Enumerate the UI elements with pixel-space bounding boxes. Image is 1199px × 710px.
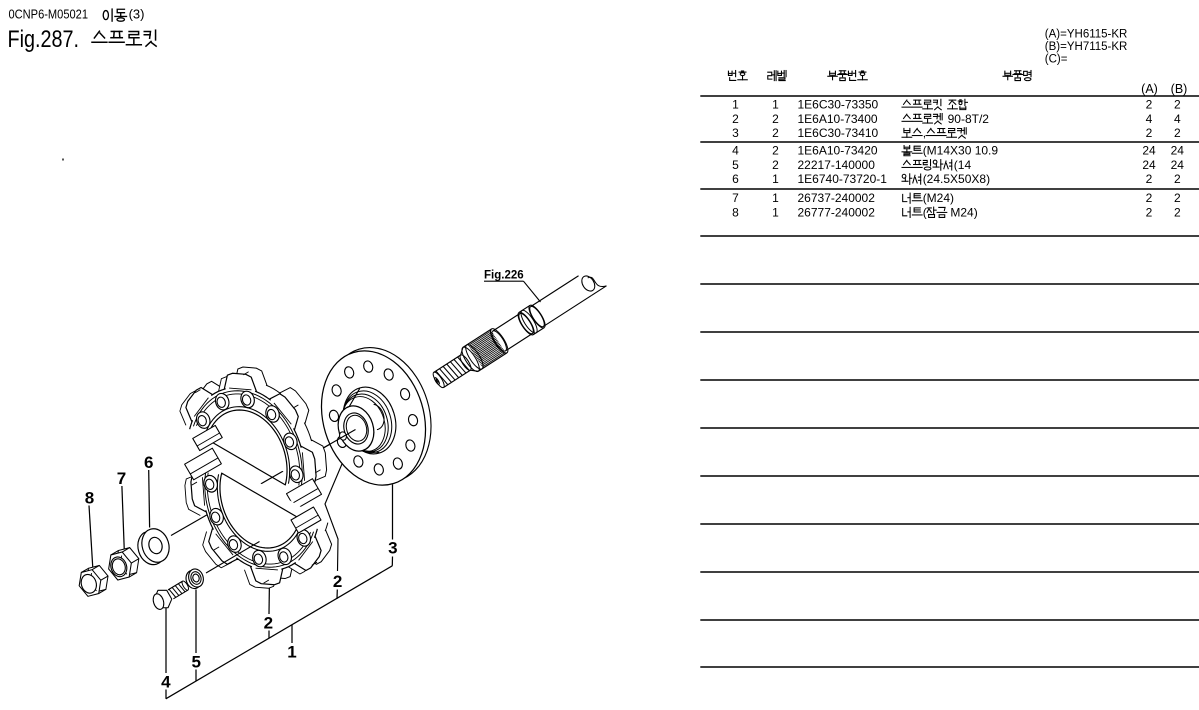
svg-text:(24.5X50X8): (24.5X50X8) (923, 172, 990, 186)
svg-text:2: 2 (264, 614, 273, 633)
svg-text:2: 2 (772, 158, 779, 172)
svg-text:1E6A10-73400: 1E6A10-73400 (798, 112, 878, 126)
svg-text:2: 2 (772, 144, 779, 158)
svg-text:2: 2 (1146, 191, 1153, 205)
svg-text:6: 6 (144, 453, 153, 472)
svg-text:5: 5 (732, 158, 739, 172)
svg-text:2: 2 (1146, 205, 1153, 219)
svg-text:1: 1 (772, 98, 779, 112)
svg-text:7: 7 (117, 469, 126, 488)
svg-text:8: 8 (85, 488, 94, 507)
svg-text:1: 1 (287, 642, 296, 661)
svg-text:1: 1 (772, 191, 779, 205)
svg-text:4: 4 (1146, 112, 1153, 126)
svg-text:1E6C30-73350: 1E6C30-73350 (798, 98, 879, 112)
svg-text:1: 1 (772, 205, 779, 219)
svg-text:2: 2 (333, 572, 342, 591)
svg-text:2: 2 (772, 126, 779, 140)
svg-text:90-8T/2: 90-8T/2 (948, 112, 990, 126)
svg-text:Fig.226: Fig.226 (484, 270, 524, 282)
svg-text:2: 2 (1174, 191, 1181, 205)
svg-text:(: ( (923, 205, 927, 219)
svg-text:3: 3 (732, 126, 739, 140)
svg-text:(C)=: (C)= (1045, 53, 1068, 65)
svg-text:26737-240002: 26737-240002 (798, 191, 876, 205)
svg-text:1E6A10-73420: 1E6A10-73420 (798, 144, 878, 158)
svg-text:24: 24 (1171, 144, 1185, 158)
svg-text:1: 1 (772, 172, 779, 186)
svg-text:4: 4 (732, 144, 739, 158)
svg-text:3: 3 (388, 539, 397, 558)
svg-text:6: 6 (732, 172, 739, 186)
svg-text:1E6740-73720-1: 1E6740-73720-1 (798, 172, 888, 186)
svg-text:8: 8 (732, 205, 739, 219)
svg-text:24: 24 (1142, 158, 1156, 172)
svg-text:2: 2 (1146, 172, 1153, 186)
svg-text:2: 2 (1174, 172, 1181, 186)
svg-text:2: 2 (1174, 205, 1181, 219)
svg-text:2: 2 (1146, 98, 1153, 112)
svg-text:(14: (14 (954, 158, 972, 172)
svg-text:22217-140000: 22217-140000 (798, 158, 876, 172)
svg-text:(A)=YH6115-KR: (A)=YH6115-KR (1045, 29, 1128, 41)
svg-text:1E6C30-73410: 1E6C30-73410 (798, 126, 879, 140)
svg-text:26777-240002: 26777-240002 (798, 205, 876, 219)
svg-text:24: 24 (1142, 144, 1156, 158)
svg-text:2: 2 (772, 112, 779, 126)
svg-text:2: 2 (732, 112, 739, 126)
svg-text:(3): (3) (129, 7, 145, 22)
svg-text:Fig.287.: Fig.287. (8, 26, 80, 53)
svg-text:2: 2 (1174, 98, 1181, 112)
svg-text:,: , (923, 126, 926, 140)
svg-text:(B)=YH7115-KR: (B)=YH7115-KR (1045, 41, 1128, 53)
svg-text:(A): (A) (1141, 82, 1158, 96)
svg-text:1: 1 (732, 98, 739, 112)
svg-text:(M14X30 10.9: (M14X30 10.9 (923, 144, 999, 158)
svg-text:5: 5 (191, 653, 200, 672)
svg-text:2: 2 (1174, 126, 1181, 140)
svg-text:0CNP6-M05021: 0CNP6-M05021 (9, 8, 89, 22)
svg-text:(B): (B) (1171, 82, 1188, 96)
svg-text:(M24): (M24) (923, 191, 954, 205)
svg-text:2: 2 (1146, 126, 1153, 140)
svg-text:7: 7 (732, 191, 739, 205)
svg-text:24: 24 (1171, 158, 1185, 172)
svg-text:4: 4 (161, 673, 171, 692)
svg-text:4: 4 (1174, 112, 1181, 126)
svg-text:M24): M24) (950, 205, 977, 219)
